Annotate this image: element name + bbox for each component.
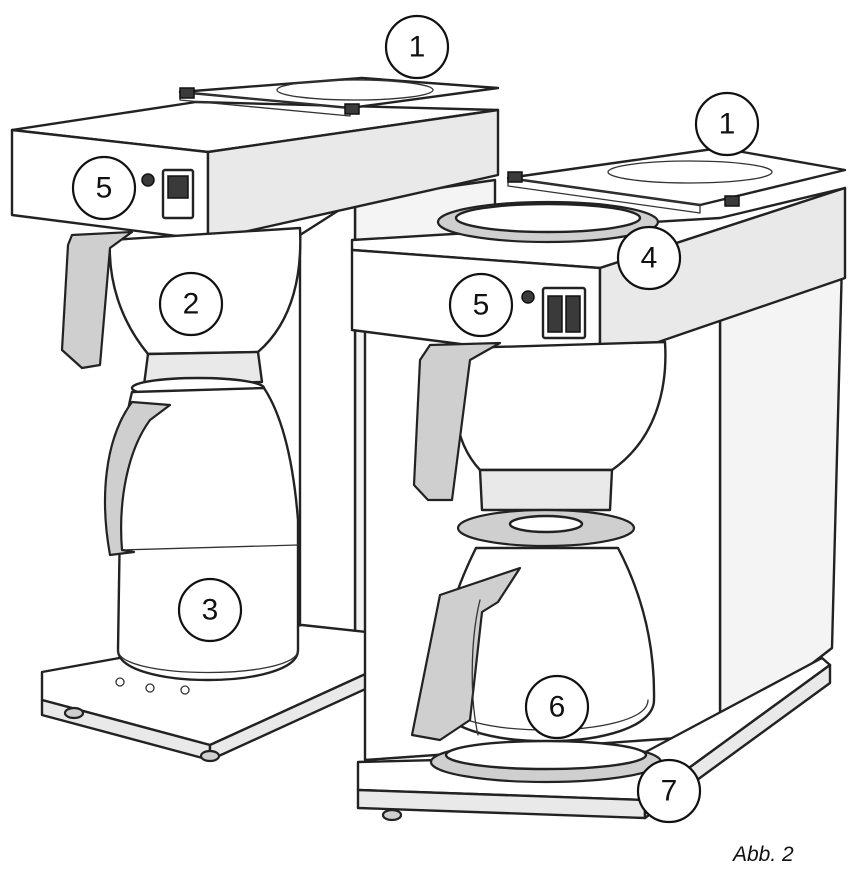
callout-5-left-switch: 5 xyxy=(71,155,137,221)
callout-3-thermos-jug: 3 xyxy=(177,577,243,643)
callout-label: 7 xyxy=(661,775,678,808)
callout-label: 3 xyxy=(202,594,219,627)
right-water-opening xyxy=(607,160,773,184)
left-filter-handle xyxy=(60,230,134,370)
right-filter-handle xyxy=(412,341,502,502)
left-water-opening xyxy=(276,79,434,101)
callout-label: 4 xyxy=(641,242,658,275)
callout-2-filter-holder: 2 xyxy=(158,271,224,337)
callout-label: 1 xyxy=(719,108,736,141)
left-jug-handle xyxy=(103,400,172,557)
callout-5-right-switch: 5 xyxy=(448,272,514,338)
callout-6-glass-jug: 6 xyxy=(524,674,590,740)
right-water-lid xyxy=(506,146,847,207)
right-coffee-machine xyxy=(350,146,847,822)
figure-label: Abb. 2 xyxy=(733,843,794,866)
callout-4-warming-plate: 4 xyxy=(616,225,682,291)
right-indicator-lamp xyxy=(521,290,535,304)
right-jug-handle xyxy=(410,566,522,742)
callout-label: 6 xyxy=(549,691,566,724)
callout-label: 2 xyxy=(183,288,200,321)
callout-label: 1 xyxy=(409,31,426,64)
callout-7-base-plate: 7 xyxy=(636,758,702,824)
left-head-side xyxy=(206,108,500,242)
right-filter-holder xyxy=(453,340,667,472)
callout-label: 5 xyxy=(473,289,490,322)
left-tower-front xyxy=(298,198,357,642)
callout-1-left-lid: 1 xyxy=(384,14,450,80)
callout-label: 5 xyxy=(96,172,113,205)
right-head-side xyxy=(598,186,847,364)
left-indicator-lamp xyxy=(141,173,155,187)
callout-1-right-lid: 1 xyxy=(694,91,760,157)
